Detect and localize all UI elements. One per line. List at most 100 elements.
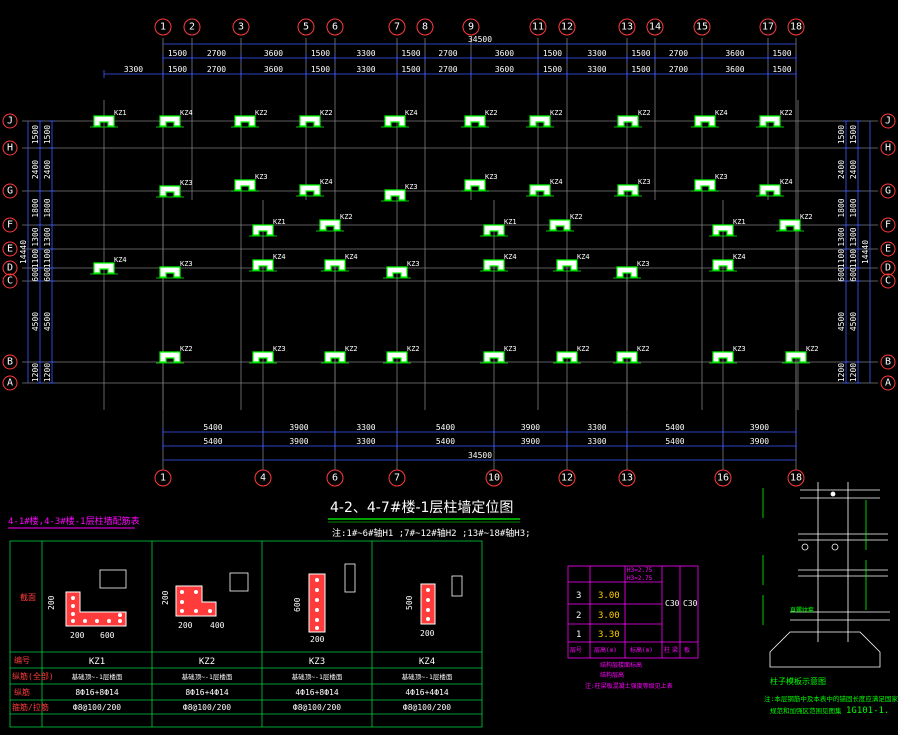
dim-top-1-label: 2700 bbox=[207, 49, 226, 58]
dim-bot-2-label: 5400 bbox=[436, 437, 455, 446]
column-shape bbox=[759, 115, 781, 127]
column-label: KZ2 bbox=[638, 109, 651, 117]
column-label: KZ3 bbox=[715, 173, 728, 181]
column-shape bbox=[617, 184, 639, 196]
axis-bubble-top bbox=[416, 18, 434, 36]
svg-text:200: 200 bbox=[161, 590, 170, 605]
floor-c30-b: C30 bbox=[683, 599, 698, 608]
detail-code: 1G101-1. bbox=[846, 706, 889, 716]
dim-bot-1-label: 3300 bbox=[587, 423, 606, 432]
dim-left-2-label: 2400 bbox=[43, 160, 52, 179]
column-label: KZ4 bbox=[733, 253, 746, 261]
column-shape bbox=[159, 351, 181, 363]
axis-bubble-bottom bbox=[388, 469, 406, 487]
dim-left-2-label: 1800 bbox=[43, 198, 52, 217]
axis-bubble-top bbox=[297, 18, 315, 36]
column-shape bbox=[93, 115, 115, 127]
column-label: KZ4 bbox=[345, 253, 358, 261]
axis-bubble-bottom bbox=[326, 469, 344, 487]
dim-bot-1-label: 3900 bbox=[289, 423, 308, 432]
dim-right-label: 4500 bbox=[837, 312, 846, 331]
column-shape bbox=[759, 184, 781, 196]
column-shape bbox=[234, 179, 256, 191]
column-label: KZ3 bbox=[405, 183, 418, 191]
column-kz2: KZ2 bbox=[546, 213, 583, 232]
column-kz2: KZ2 bbox=[614, 109, 651, 128]
column-kz4: KZ4 bbox=[296, 178, 333, 197]
kz3-section: 200 600 bbox=[293, 563, 356, 644]
dim-top-1-label: 1500 bbox=[772, 49, 791, 58]
column-shape bbox=[386, 266, 408, 278]
dim-top-2-label: 2700 bbox=[669, 65, 688, 74]
column-kz3: KZ3 bbox=[156, 260, 193, 279]
dim-top-2-label: 1500 bbox=[168, 65, 187, 74]
kz1-stirrup: Ф8@100/200 bbox=[73, 703, 121, 712]
column-label: KZ2 bbox=[780, 109, 793, 117]
dim-top-1-label: 1500 bbox=[631, 49, 650, 58]
axis-bubble-side bbox=[880, 354, 896, 370]
dim-right-2-label: 600 bbox=[849, 267, 858, 282]
dim-bot-2-label: 3900 bbox=[750, 437, 769, 446]
axis-bubble-side bbox=[880, 113, 896, 129]
svg-text:600: 600 bbox=[293, 597, 302, 612]
column-shape bbox=[694, 179, 716, 191]
column-label: KZ3 bbox=[638, 178, 651, 186]
column-kz3: KZ3 bbox=[461, 173, 498, 192]
dim-top-2-label: 1500 bbox=[631, 65, 650, 74]
axis-label-bottom: 18 bbox=[790, 473, 802, 484]
column-label: KZ2 bbox=[637, 345, 650, 353]
column-label: KZ4 bbox=[180, 109, 193, 117]
kz2-note: 基础顶~-1层楼面 bbox=[182, 672, 233, 681]
dim-bot-2-label: 3900 bbox=[521, 437, 540, 446]
axis-label-side: J bbox=[885, 116, 891, 127]
column-label: KZ3 bbox=[637, 260, 650, 268]
column-kz3: KZ3 bbox=[691, 173, 728, 192]
axis-label-top: 7 bbox=[394, 22, 400, 33]
dim-top-2-label: 1500 bbox=[401, 65, 420, 74]
column-shape bbox=[384, 189, 406, 201]
column-kz3: KZ3 bbox=[156, 179, 193, 198]
column-kz4: KZ4 bbox=[156, 109, 193, 128]
column-kz4: KZ4 bbox=[691, 109, 728, 128]
floor-3: 3 bbox=[576, 591, 581, 601]
column-label: KZ3 bbox=[180, 260, 193, 268]
column-kz4: KZ4 bbox=[526, 178, 563, 197]
column-label: KZ3 bbox=[255, 173, 268, 181]
column-kz3: KZ3 bbox=[249, 345, 286, 364]
column-label: KZ3 bbox=[504, 345, 517, 353]
dim-left-label: 4500 bbox=[31, 312, 40, 331]
floor-1-height: 3.30 bbox=[598, 630, 620, 640]
floor-3-height: 3.00 bbox=[598, 591, 620, 601]
column-label: KZ2 bbox=[320, 109, 333, 117]
column-label: KZ4 bbox=[504, 253, 517, 261]
column-shape bbox=[556, 351, 578, 363]
axis-bubble-side bbox=[880, 375, 896, 391]
column-shape bbox=[299, 184, 321, 196]
table-label-stirrup: 箍筋/拉筋 bbox=[12, 702, 49, 712]
axis-label-bottom: 4 bbox=[260, 473, 266, 484]
column-label: KZ4 bbox=[715, 109, 728, 117]
column-label: KZ3 bbox=[485, 173, 498, 181]
axis-bubble-side bbox=[2, 217, 18, 233]
axis-bubble-side bbox=[2, 375, 18, 391]
axis-label-side: C bbox=[7, 276, 13, 287]
dim-top-total: 34500 bbox=[468, 35, 492, 44]
dim-top-2-label: 1500 bbox=[311, 65, 330, 74]
svg-text:200: 200 bbox=[178, 621, 193, 630]
column-label: KZ2 bbox=[345, 345, 358, 353]
svg-text:400: 400 bbox=[210, 621, 225, 630]
column-label: KZ2 bbox=[577, 345, 590, 353]
column-shape bbox=[779, 219, 801, 231]
dim-right-2-label: 1100 bbox=[849, 249, 858, 268]
axis-label-side: D bbox=[885, 263, 891, 274]
column-label: KZ4 bbox=[405, 109, 418, 117]
floor-2: 2 bbox=[576, 611, 581, 621]
legend-title: 4-1#楼,4-3#楼-1层柱墙配筋表 bbox=[8, 515, 140, 527]
column-kz2: KZ2 bbox=[316, 213, 353, 232]
column-kz3: KZ3 bbox=[480, 345, 517, 364]
dim-left-2-label: 4500 bbox=[43, 312, 52, 331]
column-shape bbox=[159, 266, 181, 278]
